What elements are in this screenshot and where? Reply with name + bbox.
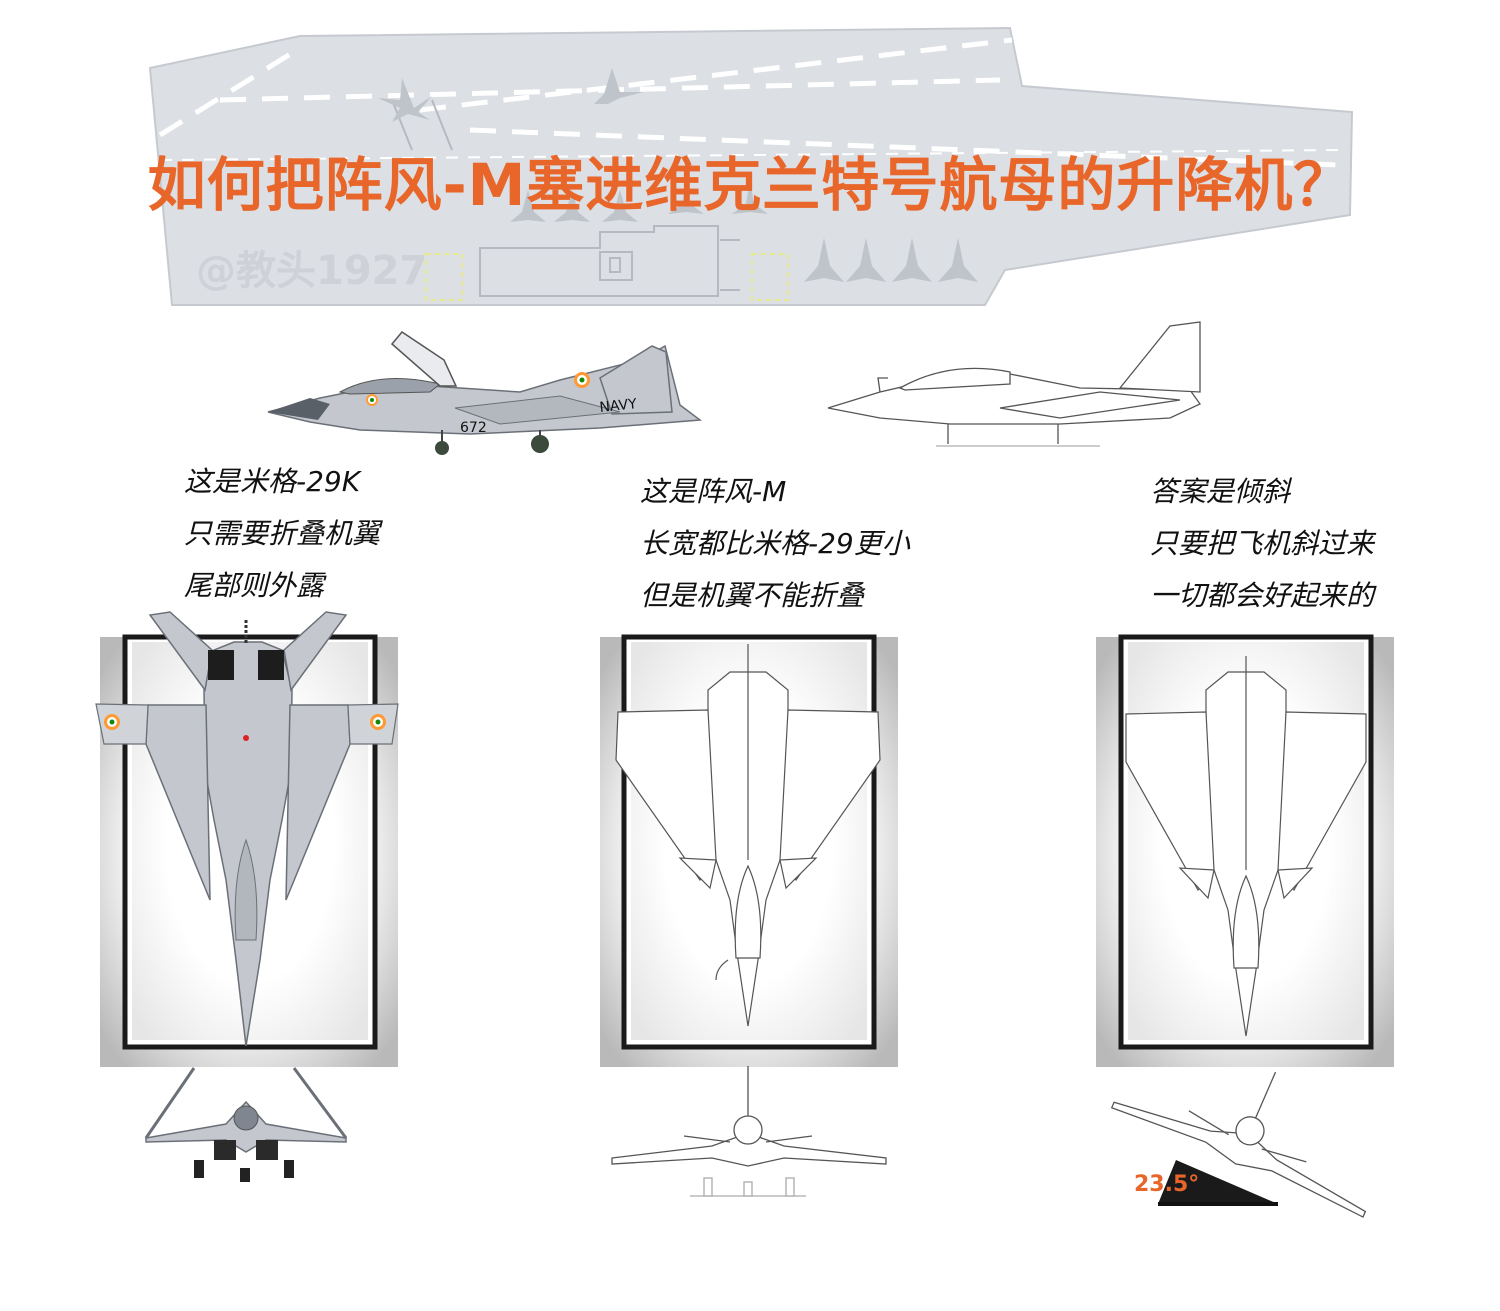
rafale-front-canard-left [683,1135,731,1143]
caption-rafale-line-3: 但是机翼不能折叠 [640,579,865,612]
rafale-front-view [611,1066,887,1197]
mig-side-landing-gear [435,430,549,455]
mig-top-tailplane-right [283,611,348,692]
mig-side-wing [454,395,621,425]
rafale-front-wings [611,1135,887,1167]
carrier-island [479,225,740,297]
rafale-side-wing [999,391,1181,419]
rafale-tilted-canard-right [1277,867,1314,900]
mig29k-front-view [144,1067,348,1182]
caption-answer-line-1: 答案是倾斜 [1150,475,1291,508]
caption-rafale-line-2: 长宽都比米格-29更小 [640,527,910,560]
mig-top-roundels [104,714,386,730]
rafale-tilted-front-canard-right [1261,1148,1307,1163]
rafale-top-wing-left [615,709,717,882]
rafale-side-canopy [898,367,1011,391]
rafale-top-canopy [734,864,762,959]
rafale-front-nose [733,1115,763,1145]
rafale-front-wheel-nose [743,1181,753,1197]
rafale-tilted-wing-left [1125,711,1215,892]
deck-aircraft [378,68,978,282]
mig-front-wheel-right [284,1160,294,1178]
mig-front-wheel-nose [240,1168,250,1182]
deck-outline [148,26,1354,306]
deck-elevator-marker-right [751,253,789,301]
mig-side-tail-text: NAVY [599,396,638,416]
mig-top-exhaust-left [208,650,234,680]
rafale-side-view [827,321,1201,447]
rafale-front-canard-right [765,1135,813,1143]
mig-front-wheel-left [194,1160,204,1178]
tilt-ramp-wedge [1158,1160,1278,1204]
rafale-top-probe [715,959,729,981]
rafale-front-wheel-right [785,1177,795,1197]
arresting-frame [391,99,453,151]
mig-side-roundel [366,372,590,406]
watermark: @教头1927 [196,248,428,294]
rafale-tilted-front-canard-left [1188,1110,1230,1136]
caption-answer-line-3: 一切都会好起来的 [1150,579,1375,612]
mig-front-folded-left [144,1067,196,1139]
mig-front-nose [233,1105,259,1131]
rafale-tilted-front-wings [1110,1101,1367,1218]
tilt-angle-label: 23.5° [1134,1172,1200,1197]
caption-mig-line-3: 尾部则外露 [184,569,325,602]
rafale-top-view-straight [615,644,881,1027]
rafale-top-wing-right [779,709,881,882]
mig-side-nose [268,398,330,420]
mig29k-top-view [95,611,399,1047]
deck-elevator-marker-left [425,253,463,301]
caption-mig-line-2: 只需要折叠机翼 [184,517,381,550]
page-title: 如何把阵风-M塞进维克兰特号航母的升降机？ [147,151,1353,219]
rafale-top-canard-right [779,857,818,890]
rafale-front-wheel-left [703,1177,713,1197]
caption-rafale: 这是阵风-M 长宽都比米格-29更小 但是机翼不能折叠 [640,466,910,622]
rafale-side-tail [1118,321,1201,393]
caption-answer-line-2: 只要把飞机斜过来 [1150,527,1375,560]
mig-top-exhaust-right [258,650,284,680]
rafale-tilted-front-fin [1254,1071,1277,1119]
mig-top-fuselage [203,641,293,1047]
mig-side-canopy-open [390,331,458,387]
tilt-ramp [1158,1160,1278,1206]
caption-rafale-line-1: 这是阵风-M [640,475,787,508]
caption-mig-line-1: 这是米格-29K [184,465,361,498]
mig-front-intake-left [214,1140,236,1160]
mig-front-folded-right [292,1067,348,1139]
rafale-side-probe [877,377,888,393]
rafale-front-view-tilted [1110,1071,1367,1218]
rafale-tilted-wing-right [1277,711,1367,892]
mig29k-side-view: NAVY 672 [267,331,703,455]
mig-side-canopy [338,378,442,395]
rafale-top-canard-left [678,857,717,890]
mig-top-folded-wing-left [95,703,149,745]
rafale-tilted-canopy [1232,874,1260,969]
carrier-deck [148,26,1354,306]
rafale-tilted-canard-left [1178,867,1215,900]
mig-side-number: 672 [460,420,487,436]
mig-top-marker [243,735,249,741]
mig-side-tail [599,345,673,415]
mig-top-canopy [234,838,258,941]
mig-front-intake-right [256,1140,278,1160]
caption-answer: 答案是倾斜 只要把飞机斜过来 一切都会好起来的 [1150,466,1374,622]
caption-mig: 这是米格-29K 只需要折叠机翼 尾部则外露 [184,456,380,612]
rafale-top-view-tilted [1125,656,1367,1037]
